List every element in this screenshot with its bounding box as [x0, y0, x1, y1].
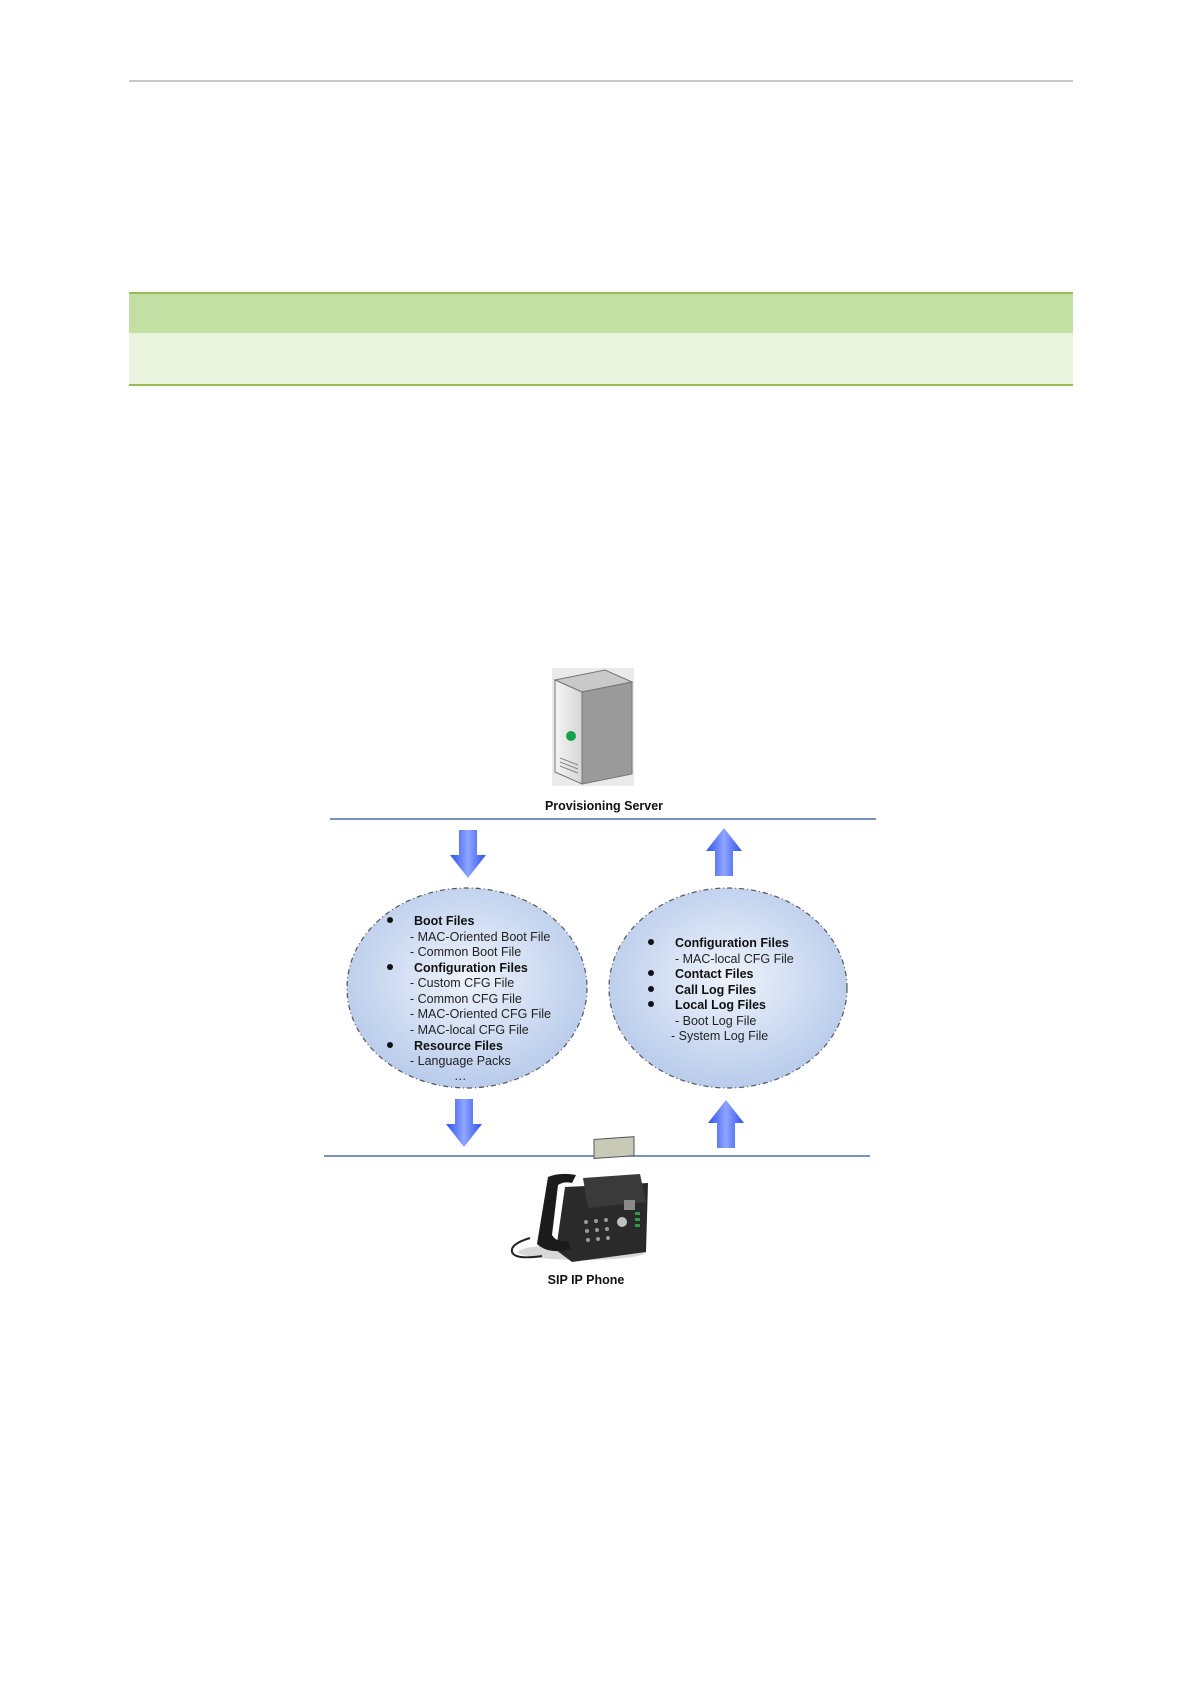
contact-files-title: Contact Files — [675, 967, 754, 981]
resource-files-title: Resource Files — [414, 1039, 503, 1053]
list-item: - Language Packs — [410, 1054, 511, 1068]
table-header-row — [129, 292, 1073, 334]
list-item: - MAC-local CFG File — [675, 952, 794, 966]
call-log-files-title: Call Log Files — [675, 983, 756, 997]
bullet — [648, 939, 654, 945]
upload-files-list: Configuration Files - MAC-local CFG File… — [648, 936, 794, 1043]
boot-files-title: Boot Files — [414, 914, 474, 928]
upload-files-ellipse — [608, 887, 848, 1089]
local-log-files-title: Local Log Files — [675, 998, 766, 1012]
configuration-files-title: Configuration Files — [414, 961, 528, 975]
phone-label: SIP IP Phone — [548, 1273, 625, 1287]
arrow-down-top-icon — [450, 830, 486, 878]
arrow-up-top-icon — [706, 828, 742, 876]
list-item: - Common CFG File — [410, 992, 522, 1006]
bullet — [648, 970, 654, 976]
bullet — [387, 964, 393, 970]
list-item: - Common Boot File — [410, 945, 521, 959]
list-item: - System Log File — [671, 1029, 768, 1043]
bullet — [387, 917, 393, 923]
list-item: - Boot Log File — [675, 1014, 756, 1028]
server-label: Provisioning Server — [545, 799, 663, 813]
list-item: - MAC-Oriented CFG File — [410, 1007, 551, 1021]
configuration-files-title: Configuration Files — [675, 936, 789, 950]
ellipsis: … — [454, 1069, 467, 1083]
bullet — [387, 1042, 393, 1048]
list-item: - Custom CFG File — [410, 976, 514, 990]
arrow-down-bottom-icon — [446, 1099, 482, 1147]
bullet — [648, 986, 654, 992]
download-files-list: Boot Files - MAC-Oriented Boot File - Co… — [387, 914, 551, 1083]
table-row — [129, 333, 1073, 386]
bullet — [648, 1001, 654, 1007]
arrow-up-bottom-icon — [708, 1100, 744, 1148]
download-files-ellipse — [346, 887, 588, 1089]
ip-phone-icon — [510, 1136, 648, 1262]
server-icon — [552, 668, 634, 786]
header-rule — [129, 80, 1073, 82]
list-item: - MAC-local CFG File — [410, 1023, 529, 1037]
list-item: - MAC-Oriented Boot File — [410, 930, 550, 944]
